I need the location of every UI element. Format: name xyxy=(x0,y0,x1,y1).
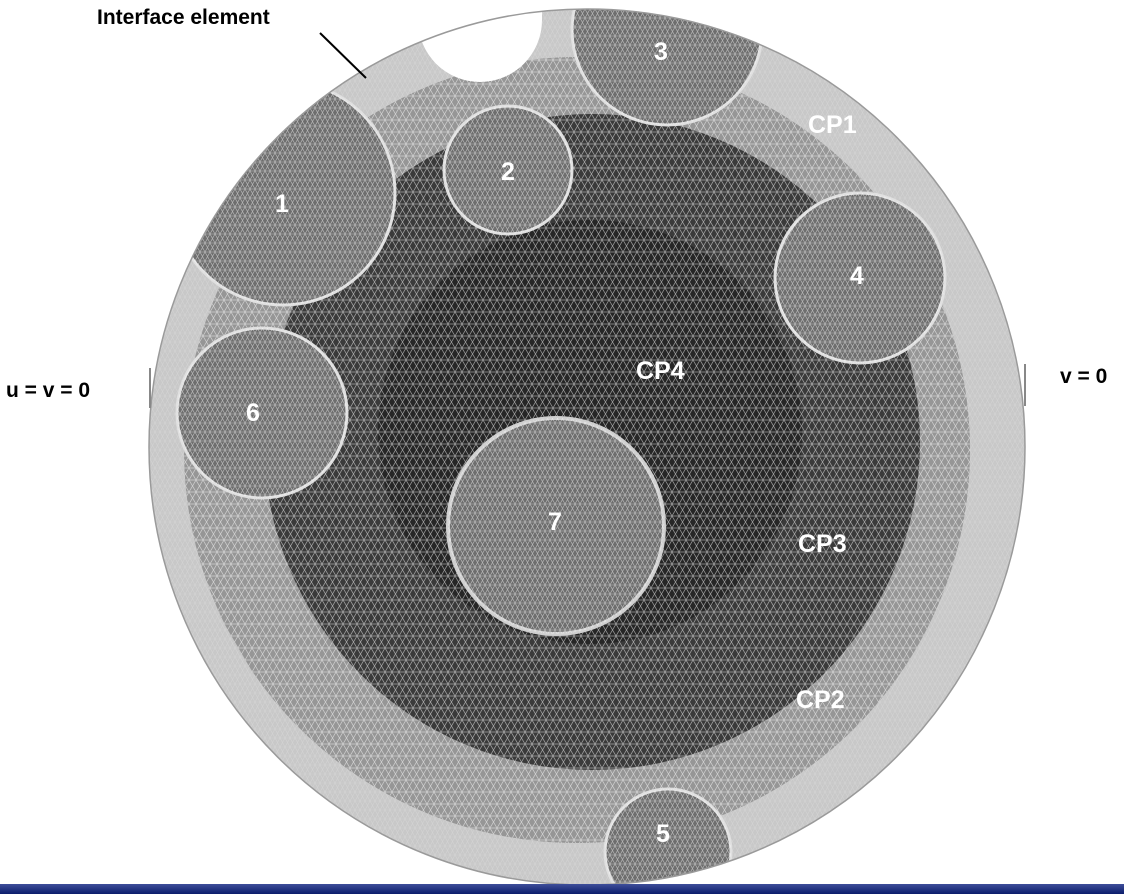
fiber-6 xyxy=(175,326,349,500)
fiber-3-label: 3 xyxy=(654,38,668,66)
cp3-label: CP3 xyxy=(798,530,847,558)
fiber-4 xyxy=(773,191,947,365)
fiber-5-label: 5 xyxy=(656,820,670,848)
fiber-4-label: 4 xyxy=(850,262,864,290)
interface-leader-line xyxy=(319,32,367,79)
cp1-label: CP1 xyxy=(808,111,857,139)
cp4-label: CP4 xyxy=(636,357,685,385)
left-bc-label: u = v = 0 xyxy=(6,379,90,402)
fiber-2-label: 2 xyxy=(501,158,515,186)
right-bc-label: v = 0 xyxy=(1060,365,1107,388)
fiber-1-label: 1 xyxy=(275,190,289,218)
top-notch xyxy=(418,0,542,82)
fiber-7-label: 7 xyxy=(548,508,562,536)
fiber-7 xyxy=(446,416,666,636)
bottom-border xyxy=(0,884,1124,894)
cp2-label: CP2 xyxy=(796,686,845,714)
fiber-6-label: 6 xyxy=(246,399,260,427)
fiber-2 xyxy=(442,104,574,236)
interface-label: Interface element xyxy=(97,6,270,29)
